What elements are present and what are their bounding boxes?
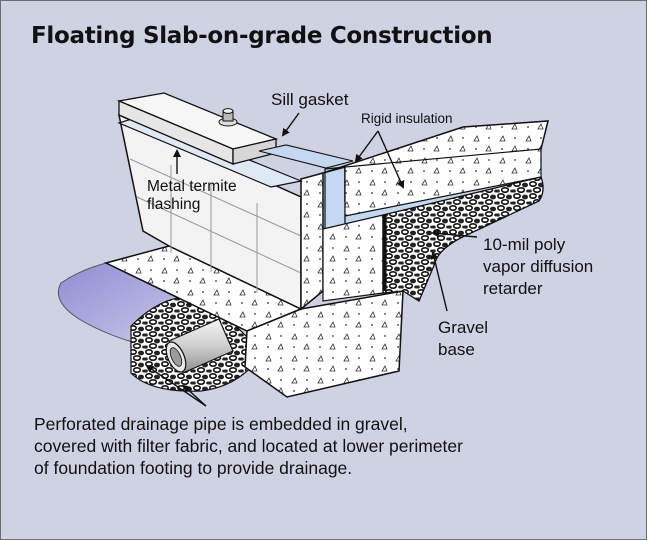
leader-lines	[145, 112, 478, 407]
sill-plate	[116, 92, 279, 165]
drainage-pipe	[165, 318, 234, 374]
label-metal-termite-flashing: Metal termite flashing	[147, 178, 237, 213]
sill-gasket	[258, 144, 354, 169]
diagram-title: Floating Slab-on-grade Construction	[31, 23, 493, 49]
anchor-bolt	[218, 108, 238, 127]
diagram-caption: Perforated drainage pipe is embedded in …	[34, 414, 463, 478]
label-sill-gasket: Sill gasket	[271, 90, 349, 109]
stem-concrete	[322, 214, 384, 302]
label-gravel-base: Gravel base	[438, 318, 489, 359]
rigid-insulation-vertical	[324, 166, 346, 230]
label-vapor-retarder: 10-mil poly vapor diffusion retarder	[483, 235, 594, 298]
wall-end	[300, 172, 324, 311]
label-rigid-insulation: Rigid insulation	[361, 111, 453, 126]
